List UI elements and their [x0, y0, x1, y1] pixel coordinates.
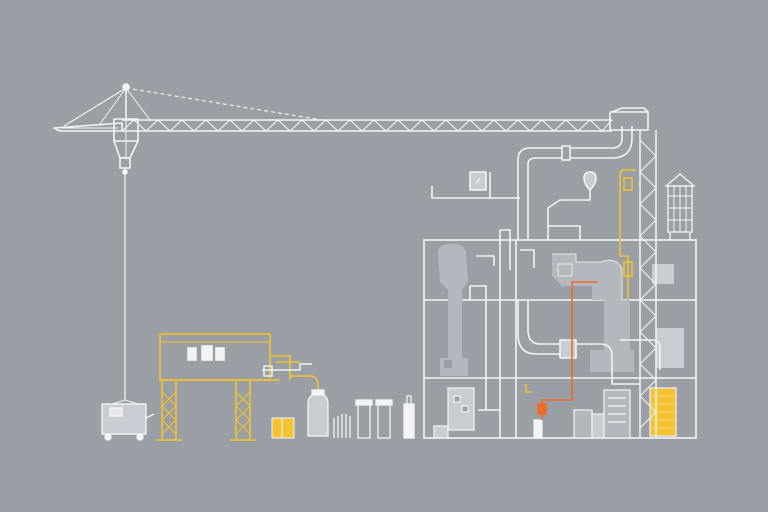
cylinder-tall-1-cap	[355, 399, 373, 406]
middle-valve	[559, 339, 577, 359]
pendant-mid	[125, 87, 151, 121]
pressure-indicator-pipe-2	[548, 225, 581, 240]
cart-panel	[109, 407, 123, 417]
equipment-cabinet-left	[447, 387, 475, 431]
cylinder-white-valve	[406, 395, 412, 404]
storage-silo	[664, 173, 696, 240]
equipment-pump-left	[433, 425, 449, 439]
cart-cable-right	[124, 399, 139, 405]
riser-pipe-c	[520, 249, 535, 268]
gauge-needle	[475, 177, 481, 185]
counter-jib	[53, 122, 123, 132]
jib-end-cap	[611, 107, 649, 113]
gantry-panel-3	[215, 347, 225, 361]
gas-cylinders	[307, 389, 415, 439]
jib-end-block	[609, 111, 649, 131]
pendant-left-inner	[99, 87, 127, 125]
cart-cable-left	[111, 399, 126, 405]
tower-crane	[53, 83, 649, 400]
equipment-cabinet-left-detail-2	[461, 405, 469, 413]
cart-body	[101, 403, 147, 435]
riser-pipe-b	[476, 255, 495, 266]
small-pipe-connector	[525, 384, 532, 393]
main-pipe-flange	[561, 145, 571, 161]
cylinder-rack	[333, 414, 351, 438]
riser-pipe-a	[499, 229, 511, 270]
main-pipe-inner	[527, 126, 633, 240]
plant-outline	[423, 239, 697, 439]
control-panel-top	[652, 264, 674, 284]
suspended-load-cart	[101, 399, 155, 441]
lower-floor-equipment	[433, 387, 631, 439]
mast-lattice	[639, 139, 657, 429]
cart-handle	[145, 413, 155, 419]
yellow-gantry-structure	[156, 333, 319, 441]
pendant-right	[125, 87, 323, 121]
orange-supply-line	[537, 281, 598, 420]
cylinder-large	[307, 393, 329, 437]
machine-left	[438, 244, 468, 360]
crane-tower-mast	[639, 130, 657, 438]
gantry-hose	[290, 375, 319, 396]
pendant-left	[63, 87, 127, 127]
cylinder-tall-2-cap	[375, 399, 393, 406]
right-loop-pipe	[620, 339, 661, 370]
yellow-tank	[649, 387, 677, 437]
equipment-rack-lines	[608, 397, 626, 423]
battery-body	[271, 417, 295, 439]
piping-network	[431, 126, 661, 411]
gantry-panel-1	[187, 347, 197, 361]
equipment-small-box	[533, 419, 543, 439]
hook-eye	[122, 169, 128, 175]
cylinder-large-cap	[311, 389, 325, 396]
cart-wheel-left	[104, 433, 112, 441]
lower-left-pipe	[469, 285, 487, 411]
yellow-electrical-line	[619, 169, 636, 300]
gantry-leg-left-brace	[161, 391, 177, 435]
machine-left-port	[444, 360, 452, 368]
main-pipe-outer	[517, 126, 623, 240]
jib-lattice	[121, 119, 613, 132]
machine-right	[552, 254, 630, 350]
gantry-white-pipe	[262, 363, 312, 377]
yellow-tank-ribs	[652, 395, 674, 429]
equipment-cabinet-right-1	[573, 409, 593, 439]
plant-machines	[438, 244, 684, 376]
plant-machine-outlines	[552, 253, 623, 300]
gantry-panel-2	[201, 345, 213, 361]
pressure-indicator	[583, 171, 597, 191]
pressure-indicator-pipe	[547, 190, 591, 240]
gantry-extension	[270, 355, 300, 380]
silo-lattice	[668, 186, 692, 232]
gantry-leg-right-brace	[235, 391, 251, 435]
lower-pipe-right	[611, 378, 640, 385]
cart-wheel-right	[136, 433, 144, 441]
equipment-cabinet-left-detail	[453, 395, 461, 403]
yellow-battery-box	[271, 417, 295, 439]
cylinder-white	[403, 403, 415, 439]
middle-pipe-loop-inner	[517, 300, 560, 355]
